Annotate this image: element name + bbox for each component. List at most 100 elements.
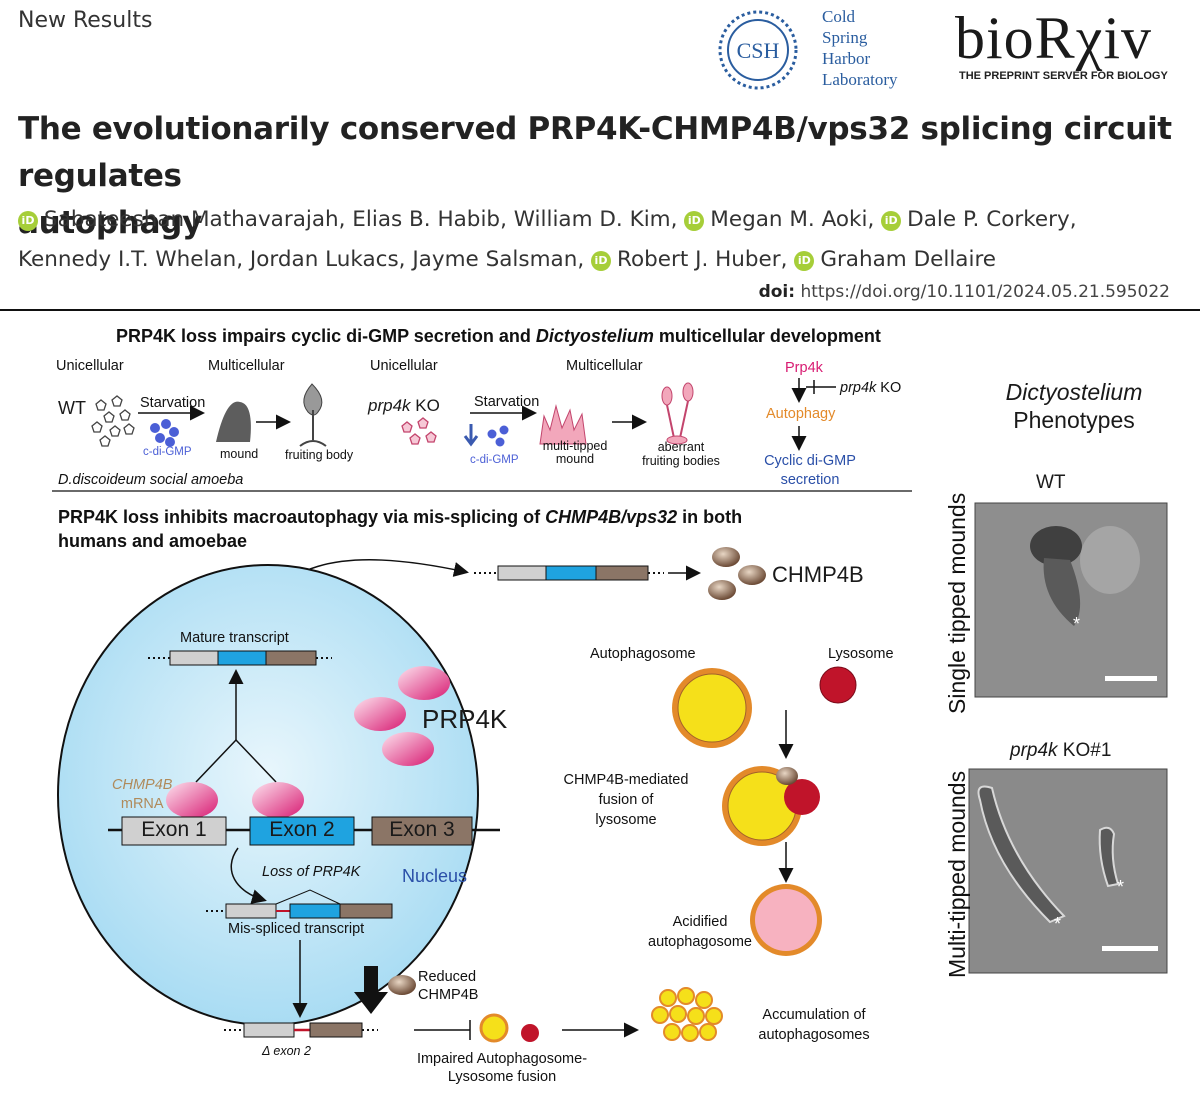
doi-link[interactable]: https://doi.org/10.1101/2024.05.21.59502… <box>800 282 1170 302</box>
row-label-multi-tipped: Multi-tipped mounds <box>944 770 970 978</box>
label-mound: mound <box>220 447 259 461</box>
multi-tipped-mound-shape <box>539 404 587 445</box>
scale-bar <box>1105 676 1157 681</box>
exon-2-label: Exon 2 <box>269 818 335 841</box>
pathway-arrows <box>791 378 836 451</box>
doi-line: doi: https://doi.org/10.1101/2024.05.21.… <box>759 282 1170 302</box>
label-cdigmp: c-di-GMP <box>143 446 192 458</box>
orcid-icon[interactable]: iD <box>794 251 815 271</box>
ko-text: KO <box>410 396 440 415</box>
header-divider <box>0 309 1200 311</box>
label-lysosome: Lysosome <box>828 646 894 662</box>
author-name[interactable]: Dale P. Corkery, <box>907 207 1077 232</box>
wt-label: WT <box>1036 472 1066 493</box>
author-name[interactable]: Sabateeshan Mathavarajah, Elias B. Habib… <box>44 207 678 232</box>
ko-amoebae-cluster <box>401 417 437 445</box>
accumulated-autophagosomes-icon <box>651 987 723 1042</box>
label-wt: WT <box>58 398 86 418</box>
heading-text: in both <box>677 507 743 527</box>
label-chmp4b: CHMP4B <box>772 562 864 587</box>
label-line: mRNA <box>120 796 164 812</box>
lysosome-icon <box>819 666 857 704</box>
author-name[interactable]: Robert J. Huber, <box>617 247 788 272</box>
asterisk-marker: * <box>1117 877 1124 897</box>
label-social-amoeba: D.discoideum social amoeba <box>58 472 244 488</box>
row-label-single-tipped: Single tipped mounds <box>944 492 970 714</box>
asterisk-marker: * <box>1054 914 1061 934</box>
label-prp4k-ko: prp4k KO <box>368 396 440 416</box>
ko-label: prp4k KO#1 <box>1010 740 1111 762</box>
label-loss-of-prp4k: Loss of PRP4K <box>262 864 361 880</box>
prp4k-protein-icon <box>166 666 450 818</box>
aberrant-fruiting-bodies-shape <box>661 382 694 445</box>
label-fusion: CHMP4B-mediated fusion of lysosome <box>546 770 706 830</box>
author-name[interactable]: Graham Dellaire <box>820 247 997 272</box>
acidified-autophagosome-icon <box>750 884 822 956</box>
reduced-chmp4b-icon <box>388 975 416 995</box>
autophagosome-icon <box>672 668 752 748</box>
heading-italic: Dictyostelium <box>535 326 654 346</box>
heading-text: PRP4K loss impairs cyclic di-GMP secreti… <box>116 326 536 346</box>
label-autophagosome: Autophagosome <box>590 646 696 662</box>
label-reduced-chmp4b: Reduced CHMP4B <box>418 968 478 1004</box>
label-line: secretion <box>780 472 840 488</box>
author-list: iD Sabateeshan Mathavarajah, Elias B. Hab… <box>18 200 1188 280</box>
author-line: iD Sabateeshan Mathavarajah, Elias B. Hab… <box>18 200 1188 240</box>
title-line: autophagy <box>18 205 202 241</box>
exon-3-label: Exon 3 <box>389 818 455 841</box>
bold-down-arrow-icon <box>354 966 388 1014</box>
label-prp4k: PRP4K <box>422 704 508 734</box>
label-line: Reduced <box>418 969 477 985</box>
biorxiv-wordmark: bioRχiv <box>955 5 1152 71</box>
label-line: autophagosomes <box>758 1027 870 1043</box>
delta-exon-transcript <box>224 1022 378 1038</box>
author-line: Kennedy I.T. Whelan, Jordan Lukacs, Jaym… <box>18 240 1188 280</box>
label-line: Cyclic di-GMP <box>764 453 856 469</box>
label-unicellular: Unicellular <box>370 358 438 374</box>
label-line: autophagosome <box>648 934 752 950</box>
wt-amoebae-cluster <box>91 395 135 447</box>
label-mis-spliced: Mis-spliced transcript <box>228 921 365 937</box>
pathway-output: Cyclic di-GMP secretion <box>750 452 870 490</box>
label-line: Accumulation of <box>762 1007 866 1023</box>
cdigmp-molecules <box>150 419 509 447</box>
title-line: The evolutionarily conserved PRP4K-CHMP4… <box>18 111 1172 194</box>
csh-logo[interactable]: CSH Cold Spring Harbor Laboratory <box>712 4 922 96</box>
mature-transcript-top <box>474 565 664 581</box>
panel-a-heading: PRP4K loss impairs cyclic di-GMP secreti… <box>116 324 881 348</box>
panel-c-title: Dictyostelium Phenotypes <box>964 378 1184 434</box>
orcid-icon[interactable]: iD <box>881 211 902 231</box>
label-starvation: Starvation <box>474 394 540 410</box>
heading-text: PRP4K loss inhibits macroautophagy via m… <box>58 507 546 527</box>
arrow <box>230 847 267 904</box>
paper-title[interactable]: The evolutionarily conserved PRP4K-CHMP4… <box>18 106 1188 247</box>
csh-name-line: Harbor <box>822 49 871 68</box>
ko-text: KO#1 <box>1057 740 1112 761</box>
csh-name-line: Spring <box>822 28 868 47</box>
chmp4b-protein-icon <box>708 547 766 600</box>
mound-shape <box>216 401 251 442</box>
author-name[interactable]: Megan M. Aoki, <box>710 207 875 232</box>
label-line: fusion of <box>598 792 654 808</box>
orcid-icon[interactable]: iD <box>591 251 611 271</box>
orcid-icon[interactable]: iD <box>18 211 38 231</box>
orcid-icon[interactable]: iD <box>684 211 705 231</box>
scale-bar <box>1102 946 1158 951</box>
mature-transcript-in-nucleus <box>148 650 332 666</box>
label-unicellular: Unicellular <box>56 358 124 374</box>
chmp4b-gene <box>108 816 500 846</box>
author-name[interactable]: Kennedy I.T. Whelan, Jordan Lukacs, Jaym… <box>18 247 585 272</box>
title-line: Phenotypes <box>1013 407 1135 433</box>
biorxiv-logo[interactable]: bioRχiv THE PREPRINT SERVER FOR BIOLOGY <box>955 6 1195 96</box>
label-acidified: Acidified autophagosome <box>640 912 760 952</box>
heading-line: PRP4K loss inhibits macroautophagy via m… <box>58 505 878 529</box>
splicing-arrows <box>195 669 277 783</box>
csh-helix-icon: CSH <box>718 10 798 90</box>
label-line: aberrant <box>657 440 705 454</box>
asterisk-marker: * <box>1073 614 1080 634</box>
label-line: multi-tipped <box>542 439 608 453</box>
csh-name: Cold Spring Harbor Laboratory <box>822 6 898 90</box>
label-line: Acidified <box>672 914 728 930</box>
label-delta-exon: Δ exon 2 <box>262 1044 311 1058</box>
